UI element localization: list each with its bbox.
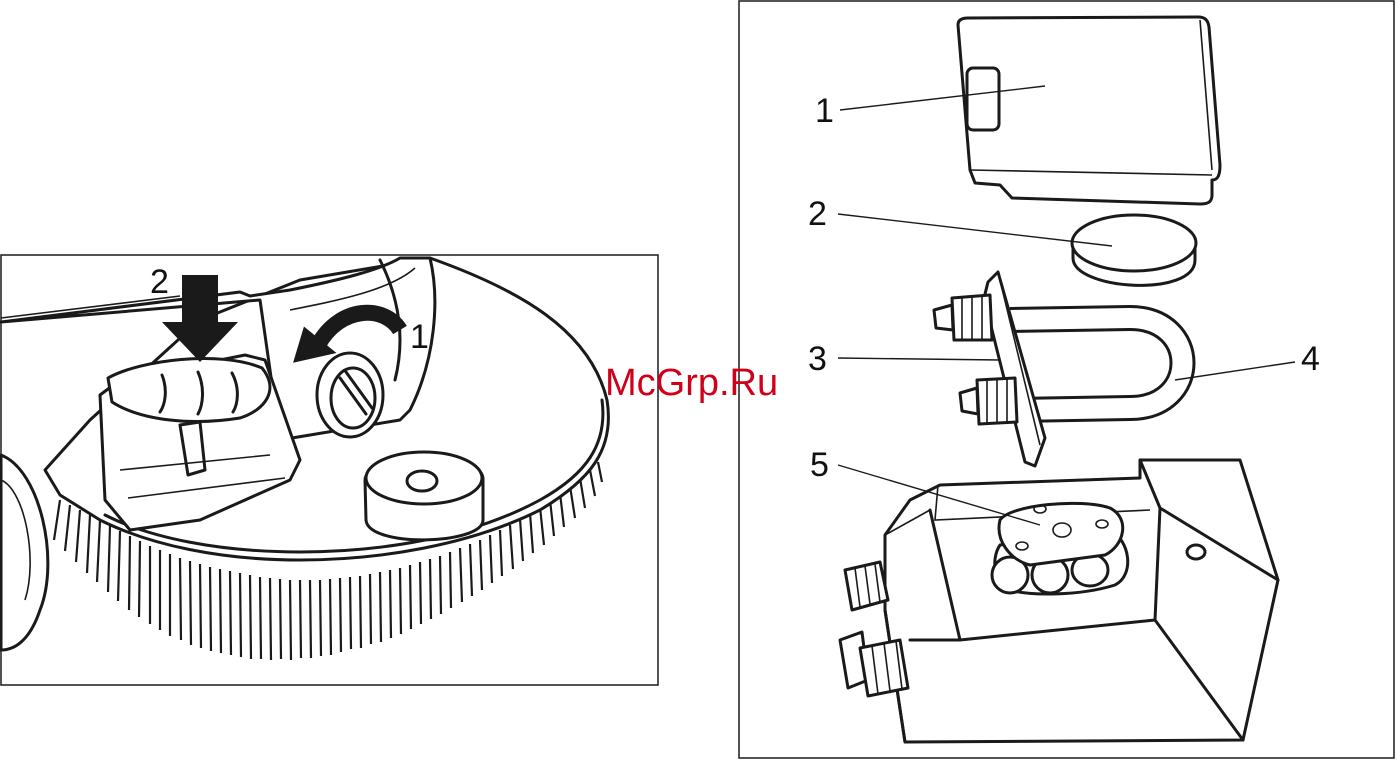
rotary-knob bbox=[317, 353, 383, 437]
round-cap bbox=[365, 452, 483, 540]
right-callout-5: 5 bbox=[810, 446, 829, 484]
right-callout-1: 1 bbox=[815, 92, 834, 130]
right-panel: 1 2 3 4 5 bbox=[739, 1, 1394, 758]
pump-cover bbox=[958, 17, 1220, 204]
right-callout-2: 2 bbox=[808, 195, 827, 233]
left-panel: 2 1 bbox=[1, 255, 658, 685]
right-callout-3: 3 bbox=[808, 340, 827, 378]
watermark-text: McGrp.Ru bbox=[605, 362, 778, 404]
left-callout-1: 1 bbox=[410, 318, 429, 356]
gasket-disc bbox=[1072, 215, 1196, 285]
left-callout-2: 2 bbox=[150, 263, 169, 301]
right-callout-4: 4 bbox=[1301, 340, 1320, 378]
